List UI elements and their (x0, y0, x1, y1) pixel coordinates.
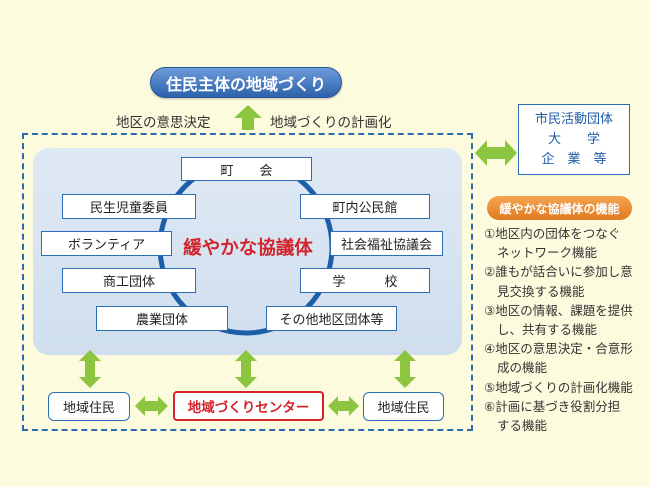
function-line: する機能 (497, 418, 548, 434)
council-center-label: 緩やかな協議体 (183, 238, 313, 259)
external-partner-line: 企 業 等 (541, 151, 607, 167)
function-item: ④地区の意思決定・合意形 成の機能 (484, 339, 646, 377)
member-school: 学 校 (300, 268, 430, 293)
function-line: ④地区の意思決定・合意形 (484, 341, 633, 357)
dashed-frame (22, 133, 473, 431)
function-item: ②誰もが話合いに参加し意 見交換する機能 (484, 262, 646, 300)
member-town-association: 町 会 (181, 157, 312, 181)
function-line: 成の機能 (497, 360, 548, 376)
function-line: ⑤地域づくりの計画化機能 (484, 379, 633, 395)
functions-title-pill: 緩やかな協議体の機能 (487, 196, 632, 220)
function-item: ⑤地域づくりの計画化機能 (484, 378, 646, 397)
function-item: ⑥計画に基づき役割分担 する機能 (484, 397, 646, 435)
external-partners-box: 市民活動団体 大 学 企 業 等 (518, 104, 630, 175)
label-planning: 地域づくりの計画化 (270, 115, 392, 131)
external-partner-line: 大 学 (547, 131, 600, 147)
function-line: ⑥計画に基づき役割分担 (484, 398, 621, 414)
function-line: ③地区の情報、課題を提供 (484, 302, 633, 318)
double-arrow-icon-external (475, 140, 517, 166)
member-other-groups: その他地区団体等 (266, 306, 397, 331)
member-volunteers: ボランティア (41, 231, 172, 256)
member-community-hall: 町内公民館 (300, 194, 430, 219)
label-decision-making: 地区の意思決定 (116, 115, 211, 131)
functions-list: ①地区内の団体をつなぐ ネットワーク機能 ②誰もが話合いに参加し意 見交換する機… (484, 224, 646, 435)
function-line: し、共有する機能 (497, 322, 598, 338)
function-item: ③地区の情報、課題を提供 し、共有する機能 (484, 301, 646, 339)
member-commerce-industry: 商工団体 (62, 268, 196, 293)
member-agriculture: 農業団体 (96, 306, 228, 331)
member-social-welfare-council: 社会福祉協議会 (330, 231, 443, 256)
function-line: ネットワーク機能 (497, 245, 598, 261)
function-line: 見交換する機能 (497, 283, 585, 299)
function-item: ①地区内の団体をつなぐ ネットワーク機能 (484, 224, 646, 262)
residents-left-box: 地域住民 (48, 392, 130, 421)
external-partner-line: 市民活動団体 (534, 111, 613, 127)
arrow-up-icon (234, 105, 262, 130)
residents-right-box: 地域住民 (363, 392, 444, 421)
function-line: ②誰もが話合いに参加し意 (484, 264, 633, 280)
title-pill: 住民主体の地域づくり (150, 67, 342, 98)
community-center-box: 地域づくりセンター (173, 391, 324, 421)
member-welfare-commissioners: 民生児童委員 (62, 194, 196, 219)
function-line: ①地区内の団体をつなぐ (484, 226, 621, 241)
